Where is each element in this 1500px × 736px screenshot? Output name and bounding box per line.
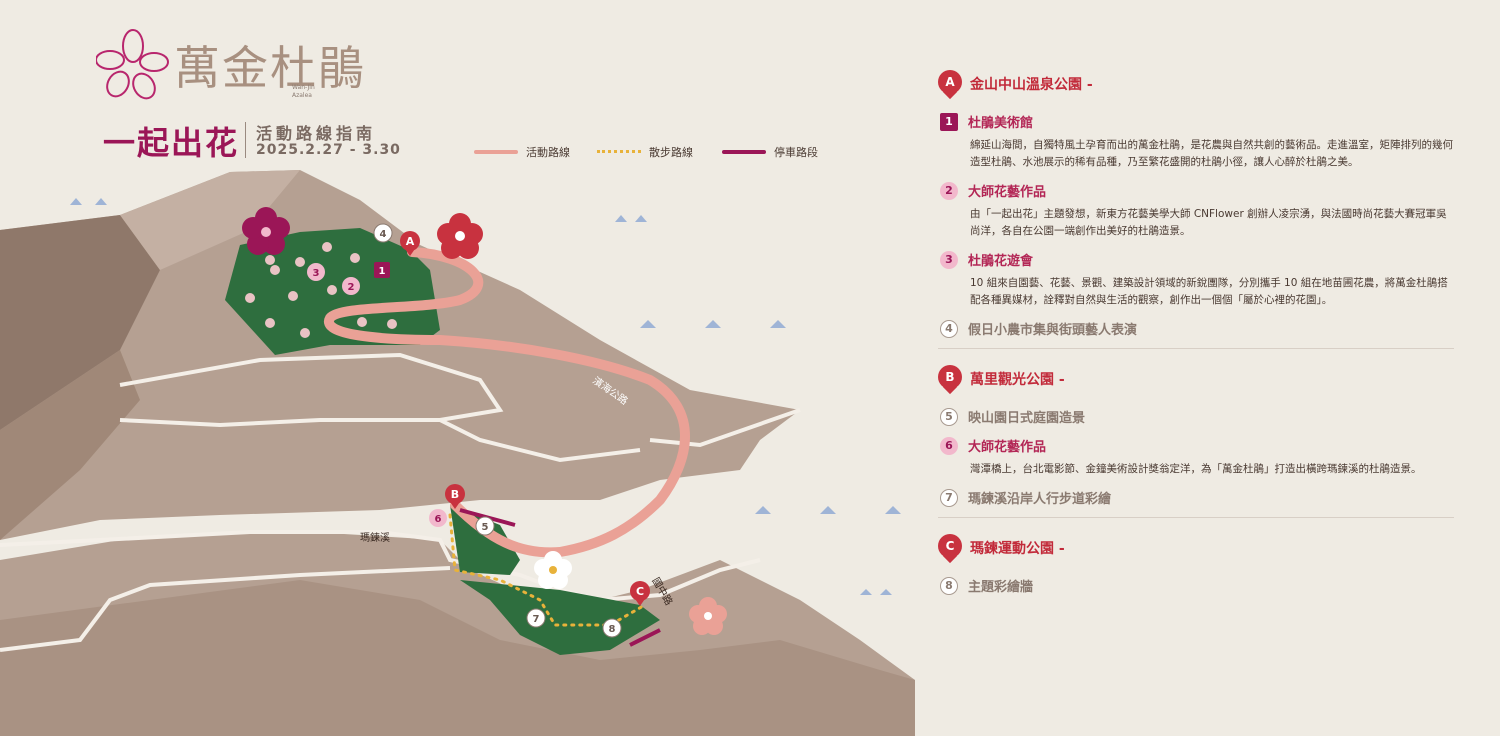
- list-item-2[interactable]: 2 大師花藝作品 由「一起出花」主題發想，新東方花藝美學大師 CNFlower 創…: [938, 181, 1454, 240]
- azalea-pink-icon: [689, 597, 727, 635]
- item-title-2: 大師花藝作品: [968, 185, 1047, 200]
- item-desc-2: 由「一起出花」主題發想，新東方花藝美學大師 CNFlower 創辦人凌宗湧，與法…: [970, 208, 1447, 237]
- number-badge-5: 5: [940, 407, 958, 426]
- legend-swatch-walking: [597, 150, 641, 154]
- list-item-1[interactable]: 1 杜鵑美術館 綿延山海間，自獨特風土孕育而出的萬金杜鵑，是花農與自然共創的藝術品…: [938, 112, 1454, 171]
- number-badge-3: 3: [940, 250, 958, 269]
- item-title-1: 杜鵑美術館: [968, 116, 1034, 131]
- park-a-flowers: [245, 242, 397, 338]
- item-title-4: 假日小農市集與街頭藝人表演: [968, 323, 1138, 338]
- number-badge-6: 6: [940, 436, 958, 455]
- map-marker-2[interactable]: 2: [342, 277, 360, 295]
- svg-text:B: B: [451, 488, 459, 501]
- item-desc-3: 10 組來自園藝、花藝、景觀、建築設計領域的新銳團隊，分別攜手 10 組在地苗圃…: [970, 277, 1448, 306]
- map-marker-7[interactable]: 7: [526, 608, 546, 628]
- svg-text:2: 2: [348, 282, 355, 293]
- brand-subtitle: Wan-Jin Azalea: [292, 84, 315, 99]
- section-c-header: C 瑪鍊運動公園 -: [938, 534, 1454, 564]
- parking-segment-c: [629, 628, 661, 647]
- item-title-8: 主題彩繪牆: [968, 580, 1034, 595]
- section-divider: [938, 348, 1454, 349]
- map-marker-8[interactable]: 8: [602, 618, 622, 638]
- svg-text:A: A: [406, 235, 415, 248]
- campaign-headline: 一起出花: [103, 124, 240, 162]
- pin-b-icon: B: [938, 365, 962, 395]
- svg-text:3: 3: [313, 268, 320, 279]
- event-dates: 2025.2.27 - 3.30: [256, 142, 401, 158]
- item-title-3: 杜鵑花遊會: [968, 254, 1034, 269]
- map-marker-5[interactable]: 5: [475, 516, 495, 536]
- svg-text:8: 8: [609, 624, 616, 635]
- map-pin-c[interactable]: C: [630, 581, 650, 606]
- route-map: 濱海公路 瑪鍊溪 國中路 A B: [0, 170, 915, 736]
- map-marker-3[interactable]: 3: [307, 263, 325, 281]
- svg-text:6: 6: [435, 514, 442, 525]
- road-label-creek: 瑪鍊溪: [360, 531, 390, 544]
- legend-activity-route: 活動路線: [474, 144, 570, 160]
- item-title-7: 瑪鍊溪沿岸人行步道彩繪: [968, 492, 1112, 507]
- guide-title: 活動路線指南: [256, 124, 377, 143]
- brand-title: 萬金杜鵑: [174, 41, 366, 95]
- sea-waves: [70, 198, 901, 595]
- section-c-title: 瑪鍊運動公園 -: [970, 541, 1065, 557]
- list-item-3[interactable]: 3 杜鵑花遊會 10 組來自園藝、花藝、景觀、建築設計領域的新銳團隊，分別攜手 1…: [938, 250, 1454, 309]
- item-title-5: 映山園日式庭園造景: [968, 411, 1086, 426]
- list-item-4[interactable]: 4 假日小農市集與街頭藝人表演: [938, 319, 1454, 338]
- azalea-white-icon: [534, 551, 572, 589]
- list-item-8[interactable]: 8 主題彩繪牆: [938, 576, 1454, 595]
- terrain-ridge-dark: [0, 215, 160, 430]
- section-a-header: A 金山中山溫泉公園 -: [938, 70, 1454, 100]
- venue-list: A 金山中山溫泉公園 - 1 杜鵑美術館 綿延山海間，自獨特風土孕育而出的萬金杜鵑…: [938, 70, 1454, 605]
- legend-parking: 停車路段: [722, 144, 818, 160]
- pin-a-icon: A: [938, 70, 962, 100]
- terrain-ridge-light: [120, 170, 300, 270]
- svg-text:5: 5: [482, 522, 489, 533]
- list-item-5[interactable]: 5 映山園日式庭園造景: [938, 407, 1454, 426]
- map-marker-4[interactable]: 4: [373, 223, 393, 243]
- map-pin-a[interactable]: A: [400, 231, 420, 256]
- legend-swatch-parking: [722, 150, 766, 154]
- section-b-title: 萬里觀光公園 -: [970, 372, 1065, 388]
- number-badge-8: 8: [940, 576, 958, 595]
- map-marker-1[interactable]: 1: [374, 262, 390, 278]
- svg-text:C: C: [636, 585, 644, 598]
- list-item-7[interactable]: 7 瑪鍊溪沿岸人行步道彩繪: [938, 488, 1454, 507]
- section-b-header: B 萬里觀光公園 -: [938, 365, 1454, 395]
- map-marker-6[interactable]: 6: [429, 509, 447, 527]
- number-badge-1: 1: [940, 112, 958, 131]
- item-desc-6: 灣潭橋上，台北電影節、金鐘美術設計獎翁定洋，為「萬金杜鵑」打造出橫跨瑪鍊溪的杜鵑…: [970, 463, 1422, 475]
- title-divider: [245, 122, 246, 158]
- walking-route-line: [448, 513, 647, 627]
- brand: 萬金杜鵑 Wan-Jin Azalea: [95, 28, 364, 106]
- svg-text:1: 1: [379, 266, 386, 277]
- number-badge-2: 2: [940, 181, 958, 200]
- section-a-title: 金山中山溫泉公園 -: [970, 77, 1093, 93]
- number-badge-7: 7: [940, 488, 958, 507]
- azalea-icon: [242, 207, 290, 255]
- legend-walking-route: 散步路線: [597, 144, 693, 160]
- map-pin-b[interactable]: B: [445, 484, 465, 509]
- item-title-6: 大師花藝作品: [968, 440, 1047, 455]
- azalea-red-icon: [437, 213, 483, 259]
- pin-c-icon: C: [938, 534, 962, 564]
- terrain-south-dark: [0, 580, 915, 736]
- azalea-logo-icon: [95, 29, 169, 100]
- item-desc-1: 綿延山海間，自獨特風土孕育而出的萬金杜鵑，是花農與自然共創的藝術品。走進溫室，矩…: [970, 139, 1453, 168]
- list-item-6[interactable]: 6 大師花藝作品 灣潭橋上，台北電影節、金鐘美術設計獎翁定洋，為「萬金杜鵑」打造出…: [938, 436, 1454, 478]
- svg-text:7: 7: [533, 614, 540, 625]
- number-badge-4: 4: [940, 319, 958, 338]
- legend-swatch-activity: [474, 150, 518, 154]
- svg-text:4: 4: [380, 229, 387, 240]
- section-divider: [938, 517, 1454, 518]
- terrain-slope: [0, 350, 140, 540]
- activity-route-line: [323, 247, 690, 558]
